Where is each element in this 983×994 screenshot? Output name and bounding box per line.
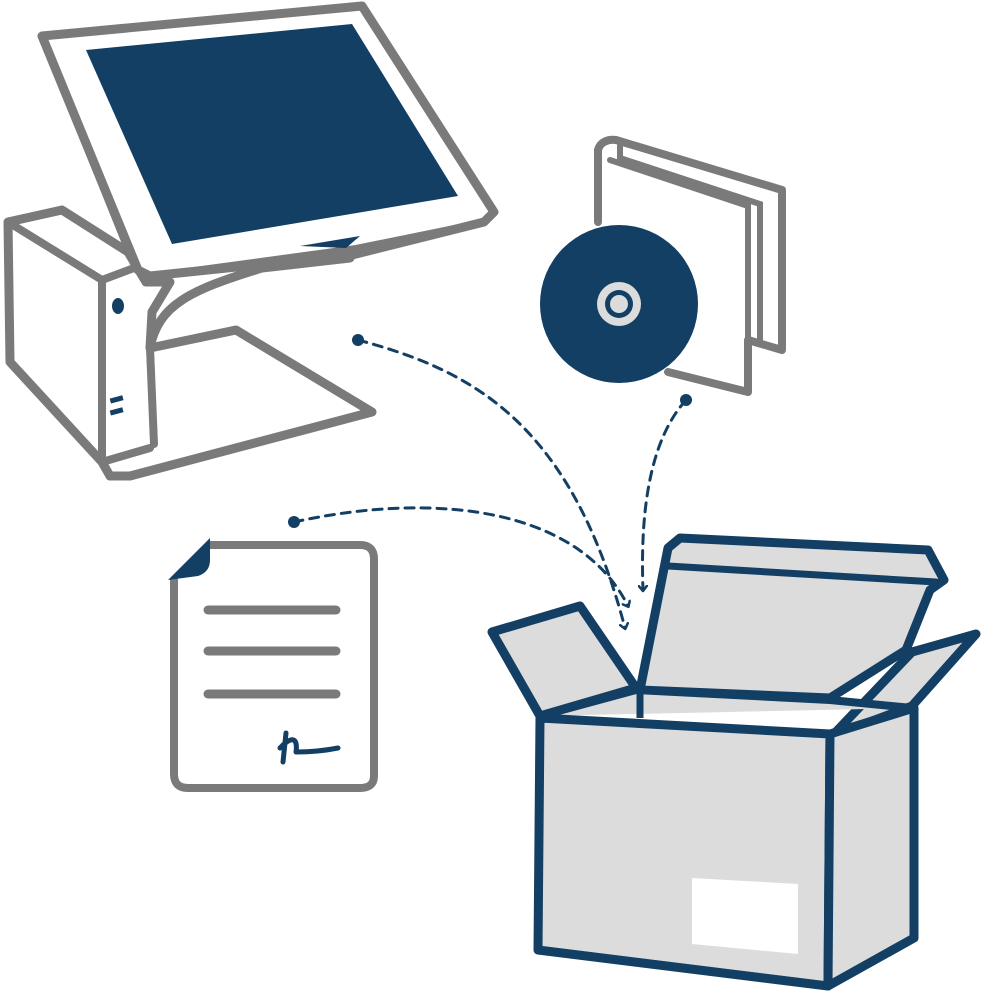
box-side-face [823, 703, 919, 991]
document-page [170, 541, 378, 792]
connector-from-terminal [352, 334, 625, 628]
connector-from-document [288, 506, 628, 606]
signed-document-icon [168, 538, 378, 792]
cd-and-book-icon [540, 135, 786, 396]
slot-icon [109, 395, 124, 404]
signature-icon [277, 730, 341, 765]
monitor-screen [86, 24, 458, 244]
pos-terminal-icon [3, 1, 499, 481]
power-button-icon [112, 298, 124, 314]
connectors [288, 334, 692, 628]
open-box-icon [487, 533, 981, 991]
folded-corner [168, 538, 210, 580]
slot-icon [109, 407, 124, 416]
shipping-label [692, 878, 798, 954]
connector-from-cd [642, 394, 692, 590]
